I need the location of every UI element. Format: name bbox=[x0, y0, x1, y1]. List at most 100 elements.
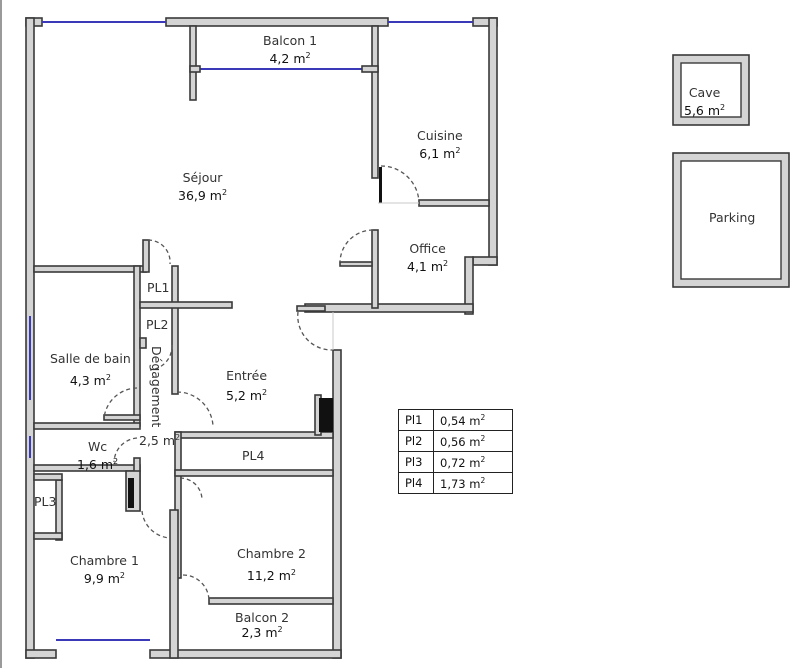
area-value: 4,2 m bbox=[269, 51, 306, 67]
wall bbox=[472, 256, 498, 266]
room-area: 4,1 m2 bbox=[407, 256, 448, 274]
door-swing bbox=[380, 165, 420, 203]
door-swing bbox=[297, 311, 334, 351]
door-swing bbox=[179, 477, 203, 501]
area-unit-sup: 2 bbox=[262, 388, 268, 397]
room-name: Cuisine bbox=[417, 128, 463, 143]
room-pl4: PL4 bbox=[242, 448, 265, 463]
table-row: Pl3 0,72 m2 bbox=[398, 451, 513, 473]
wall bbox=[339, 261, 373, 267]
door-swing bbox=[113, 437, 138, 463]
wall bbox=[418, 199, 490, 207]
room-cuisine: Cuisine 6,1 m2 bbox=[417, 128, 463, 161]
wall bbox=[488, 17, 498, 266]
door-swing bbox=[182, 574, 210, 601]
room-sejour: Séjour 36,9 m2 bbox=[178, 170, 227, 203]
room-chambre-1: Chambre 1 9,9 m2 bbox=[70, 553, 139, 586]
wall bbox=[371, 25, 379, 179]
area-unit-sup: 2 bbox=[119, 571, 126, 580]
room-area: 9,9 m2 bbox=[70, 568, 139, 586]
wall bbox=[208, 597, 334, 605]
area-unit-sup: 2 bbox=[455, 146, 461, 155]
area-unit-sup: 2 bbox=[480, 433, 486, 443]
wall bbox=[33, 532, 63, 540]
area-value: 5,6 m bbox=[684, 103, 721, 119]
area-value: 4,3 m bbox=[69, 373, 106, 389]
room-balcon-2: Balcon 2 2,3 m2 bbox=[235, 610, 290, 639]
door-swing bbox=[147, 239, 171, 265]
area-value: 4,1 m bbox=[407, 259, 444, 275]
doors bbox=[103, 165, 420, 601]
area-unit-sup: 2 bbox=[175, 433, 181, 442]
wall bbox=[371, 229, 379, 309]
wall bbox=[361, 65, 379, 73]
placards-area-table: Pl1 0,54 m2 Pl2 0,56 m2 Pl3 0,72 m2 Pl4 … bbox=[398, 409, 513, 494]
door-swing bbox=[176, 391, 214, 427]
table-row: Pl1 0,54 m2 bbox=[398, 409, 513, 431]
wall bbox=[332, 349, 342, 659]
area-unit-sup: 2 bbox=[443, 259, 449, 268]
wall bbox=[139, 337, 147, 349]
area-unit-sup: 2 bbox=[720, 103, 726, 112]
placard-area: 0,72 m2 bbox=[433, 451, 513, 473]
area-value: 0,54 m bbox=[440, 413, 481, 428]
room-name: Balcon 2 bbox=[235, 610, 290, 625]
door-swing bbox=[149, 344, 173, 371]
room-office: Office 4,1 m2 bbox=[407, 241, 448, 274]
parking-interior bbox=[680, 160, 782, 280]
wall bbox=[33, 265, 147, 273]
wall bbox=[174, 469, 334, 477]
door-swing bbox=[103, 387, 138, 419]
table-row: Pl2 0,56 m2 bbox=[398, 430, 513, 452]
wall bbox=[171, 265, 179, 395]
placard-label: Pl1 bbox=[398, 409, 434, 431]
room-pl3: PL3 bbox=[34, 494, 57, 509]
wall bbox=[189, 65, 201, 73]
room-area: 2,3 m2 bbox=[235, 624, 289, 639]
room-name: Séjour bbox=[182, 170, 223, 185]
wall bbox=[133, 265, 141, 427]
interior-walls bbox=[33, 25, 490, 659]
wall bbox=[189, 25, 197, 101]
table-row: Pl4 1,73 m2 bbox=[398, 472, 513, 494]
room-name: Chambre 1 bbox=[70, 553, 139, 568]
wall bbox=[33, 473, 63, 481]
door-swing bbox=[141, 510, 171, 539]
area-unit-sup: 2 bbox=[480, 412, 486, 422]
room-entree: Entrée 5,2 m2 bbox=[226, 368, 267, 403]
area-value: 1,6 m bbox=[77, 457, 114, 473]
area-unit-sup: 2 bbox=[290, 568, 296, 577]
area-unit-sup: 2 bbox=[480, 475, 486, 485]
duct-block bbox=[128, 478, 134, 508]
area-value: 9,9 m bbox=[83, 571, 120, 587]
door-swing bbox=[339, 229, 374, 263]
placard-area: 1,73 m2 bbox=[433, 472, 513, 494]
room-balcon-1: Balcon 1 4,2 m2 bbox=[263, 33, 317, 66]
room-degagement-name: Dégagement bbox=[149, 346, 164, 428]
room-pl2: PL2 bbox=[146, 317, 169, 332]
area-value: 0,72 m bbox=[440, 455, 481, 470]
placard-area: 0,56 m2 bbox=[433, 430, 513, 452]
area-value: 36,9 m bbox=[178, 188, 222, 204]
area-unit-sup: 2 bbox=[113, 457, 119, 466]
wall bbox=[55, 479, 63, 541]
area-value: 6,1 m bbox=[419, 146, 456, 162]
placard-label: Pl4 bbox=[398, 472, 434, 494]
area-unit-sup: 2 bbox=[305, 51, 311, 60]
wall bbox=[103, 414, 141, 421]
room-salle-de-bain: Salle de bain 4,3 m2 bbox=[50, 351, 131, 388]
wall bbox=[142, 239, 150, 273]
room-area: 5,2 m2 bbox=[226, 385, 267, 403]
area-value: 1,73 m bbox=[440, 476, 481, 491]
room-area: 4,3 m2 bbox=[50, 370, 131, 388]
area-unit-sup: 2 bbox=[221, 188, 228, 197]
wall bbox=[165, 17, 389, 27]
room-name: Entrée bbox=[226, 368, 268, 383]
area-value: 2,3 m bbox=[241, 625, 278, 641]
wall bbox=[149, 649, 342, 659]
room-area: 5,6 m2 bbox=[684, 100, 725, 118]
room-name: Chambre 2 bbox=[237, 546, 306, 561]
placard-label: Pl2 bbox=[398, 430, 434, 452]
door-leaf bbox=[379, 167, 382, 203]
